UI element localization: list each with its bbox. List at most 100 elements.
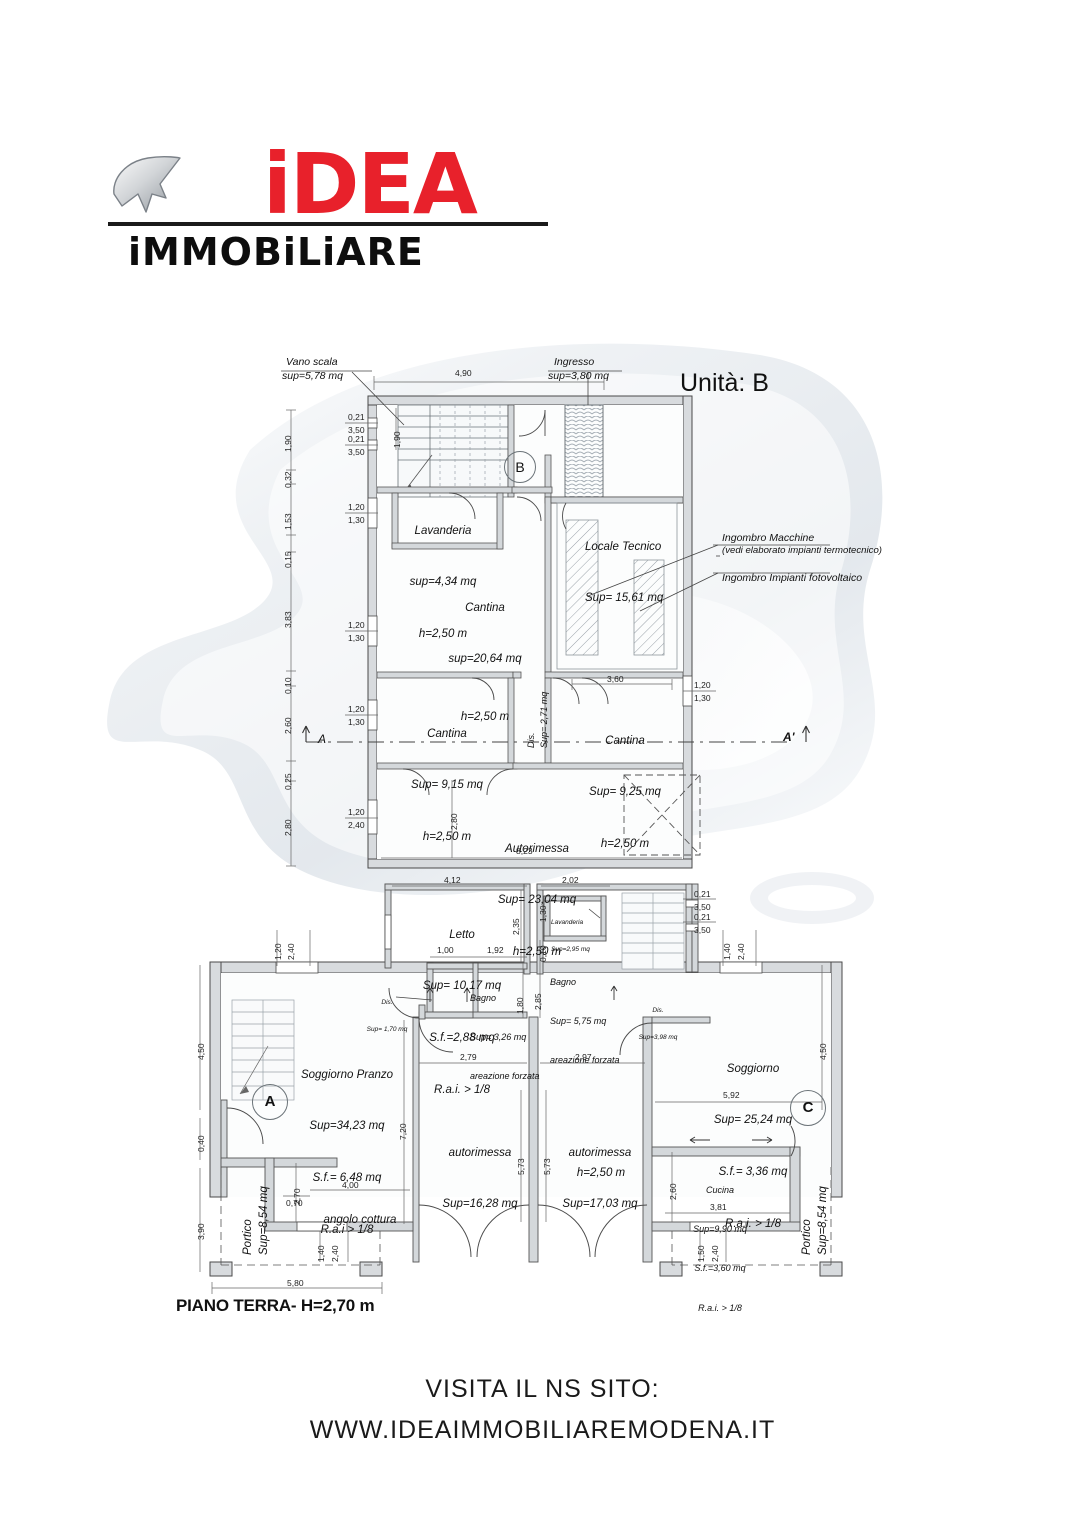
dim-202: 2,02: [562, 875, 579, 885]
floor-caption: PIANO TERRA- H=2,70 m: [176, 1296, 375, 1315]
dim-040: 0,40: [196, 1135, 206, 1152]
room-locale-tecnico: Locale Tecnico Sup= 15,61 mq: [585, 540, 664, 605]
plan-labels-layer: Unità: B Vano scala sup=5,78 mq Ingresso…: [196, 356, 882, 1313]
dim-right-130: 1,30: [694, 693, 711, 703]
dim-open-021-a: 0,21: [348, 412, 365, 422]
dim-open-021-b: 0,21: [348, 434, 365, 444]
dim-open-240-d: 2,40: [348, 820, 365, 830]
dim-open-120-d: 1,20: [348, 807, 365, 817]
callout-ingresso-sup: sup=3,80 mq: [548, 370, 610, 382]
room-autorimessa-dx: autorimessa Sup=17,03 mq: [562, 1146, 638, 1211]
room-autorimessa-sx: autorimessa Sup=16,28 mq: [442, 1146, 518, 1211]
dim-279: 2,79: [460, 1052, 477, 1062]
logo-divider: [108, 222, 548, 226]
dim-720: 7,20: [398, 1123, 408, 1140]
dim-open-130-c: 1,30: [348, 717, 365, 727]
room-bagno-sx: Bagno Sup= 3,26 mq areazione forzata: [470, 993, 540, 1082]
dim-right-120: 1,20: [694, 680, 711, 690]
dim-390: 3,90: [196, 1223, 206, 1240]
callout-ingombro-macchine-l1: Ingombro Macchine: [722, 532, 815, 544]
door-marker-a: A: [252, 1084, 288, 1120]
room-portico-sx-name: Portico: [242, 1219, 254, 1255]
dim-stair-190: 1,90: [392, 431, 402, 448]
room-cantina-sx: Cantina Sup= 9,15 mq h=2,50 m: [411, 727, 483, 844]
callout-ingombro-macchine-l2: (vedi elaborato impianti termotecnico): [722, 545, 882, 556]
dim-100: 1,00: [437, 945, 454, 955]
dim-b-240b: 2,40: [330, 1245, 340, 1262]
dim-285: 2,85: [533, 993, 543, 1010]
dim-573-dx: 5,73: [542, 1158, 552, 1175]
room-bagno-dx: Bagno Sup= 5,75 mq areazione forzata: [550, 977, 620, 1066]
section-marker-a: A: [318, 732, 327, 746]
dim-left-025: 0,25: [283, 773, 293, 790]
dim-left-190: 1,90: [283, 435, 293, 452]
dim-823: 8,23: [516, 846, 533, 856]
logo-subtitle-text: iMMOBiLiARE: [128, 230, 424, 274]
autorimessa-height-note: h=2,50 m: [576, 1167, 626, 1179]
dim-580: 5,80: [287, 1278, 304, 1288]
dim-573-sx: 5,73: [516, 1158, 526, 1175]
dim-left-260: 2,60: [283, 717, 293, 734]
dim-top-490: 4,90: [455, 368, 472, 378]
room-disimpegno-cantine-name: Dis.: [526, 732, 536, 749]
dim-450-dx: 4,50: [818, 1043, 828, 1060]
footer-line-1: VISITA IL NS SITO:: [425, 1375, 660, 1403]
dim-b-240d: 2,40: [736, 943, 746, 960]
dim-b-150: 1,50: [696, 1245, 706, 1262]
dim-left-383: 3,83: [283, 611, 293, 628]
dim-412: 4,12: [444, 875, 461, 885]
callout-vano-scala-title: Vano scala: [286, 356, 338, 368]
room-lavanderia-interrato: Lavanderia sup=4,34 mq h=2,50 m: [409, 524, 477, 641]
section-marker-a-prime: A': [783, 730, 795, 744]
dim-b-140b: 1,40: [722, 943, 732, 960]
room-angolo-cottura: angolo cottura: [323, 1214, 397, 1226]
dim-381: 3,81: [710, 1202, 727, 1212]
dim-592: 5,92: [723, 1090, 740, 1100]
callout-ingombro-fotovoltaico: Ingombro Impianti fotovoltaico: [722, 572, 863, 584]
dim-open-120-b: 1,20: [348, 620, 365, 630]
house-mark-icon: [113, 155, 181, 213]
dim-b-240c: 2,40: [710, 1245, 720, 1262]
door-marker-b: B: [504, 451, 536, 483]
room-disimpegno-sx: Dis. Sup= 1,70 mq: [366, 999, 408, 1034]
room-soggiorno: Soggiorno Sup= 25,24 mq S.f.= 3,36 mq R.…: [713, 1062, 793, 1230]
dim-b-240: 2,40: [286, 943, 296, 960]
dim-right-350-b: 3,50: [694, 925, 711, 935]
footer: VISITA IL NS SITO: WWW.IDEAIMMOBILIAREMO…: [0, 1340, 1085, 1445]
callout-vano-scala-sup: sup=5,78 mq: [282, 370, 344, 382]
dim-right-350-a: 3,50: [694, 902, 711, 912]
dim-192: 1,92: [487, 945, 504, 955]
dim-400: 4,00: [342, 1180, 359, 1190]
dim-right-021-a: 0,21: [694, 889, 711, 899]
dim-070: 0,70: [286, 1198, 303, 1208]
dim-open-120-a: 1,20: [348, 502, 365, 512]
dim-open-120-c: 1,20: [348, 704, 365, 714]
footer-line-2: WWW.IDEAIMMOBILIAREMODENA.IT: [309, 1416, 776, 1444]
dim-297: 2,97: [575, 1052, 592, 1062]
dim-open-350-b: 3,50: [348, 447, 365, 457]
dim-130-small: 1,30: [538, 905, 548, 922]
dim-left-010: 0,10: [283, 677, 293, 694]
dim-010-small: 0,10: [538, 945, 548, 962]
dim-left-032: 0,32: [283, 471, 293, 488]
room-portico-dx-name: Portico: [801, 1219, 813, 1255]
logo-brand-text: iDEA: [263, 135, 478, 233]
dim-260: 2,60: [668, 1183, 678, 1200]
room-autorimessa-interrato: Autorimessa Sup= 23,04 mq h=2,50 m: [497, 842, 577, 959]
dim-left-280: 2,80: [283, 819, 293, 836]
room-portico-dx-sup: Sup=8,54 mq: [817, 1186, 829, 1255]
dim-b-140: 1,40: [316, 1245, 326, 1262]
dim-280: 2,80: [449, 813, 459, 830]
dim-450-sx: 4,50: [196, 1043, 206, 1060]
room-portico-sx-sup: Sup=8,54 mq: [258, 1186, 270, 1255]
room-letto: Letto Sup= 10,17 mq S.f.=2,88 mq R.a.i. …: [422, 928, 502, 1096]
room-soggiorno-pranzo: Soggiorno Pranzo Sup=34,23 mq S.f.= 6,48…: [300, 1068, 394, 1236]
dim-b-120: 1,20: [273, 943, 283, 960]
room-disimpegno-cantine-sup: Sup= 2,71 mq: [539, 691, 549, 748]
dim-right-021-b: 0,21: [694, 912, 711, 922]
dim-235: 2,35: [511, 918, 521, 935]
room-disimpegno-dx: Dis. Sup=3,98 mq: [638, 1007, 678, 1042]
callout-ingresso-title: Ingresso: [554, 356, 595, 368]
company-logo: iDEA iMMOBiLiARE: [108, 142, 548, 274]
unit-label: Unità: B: [680, 369, 769, 397]
